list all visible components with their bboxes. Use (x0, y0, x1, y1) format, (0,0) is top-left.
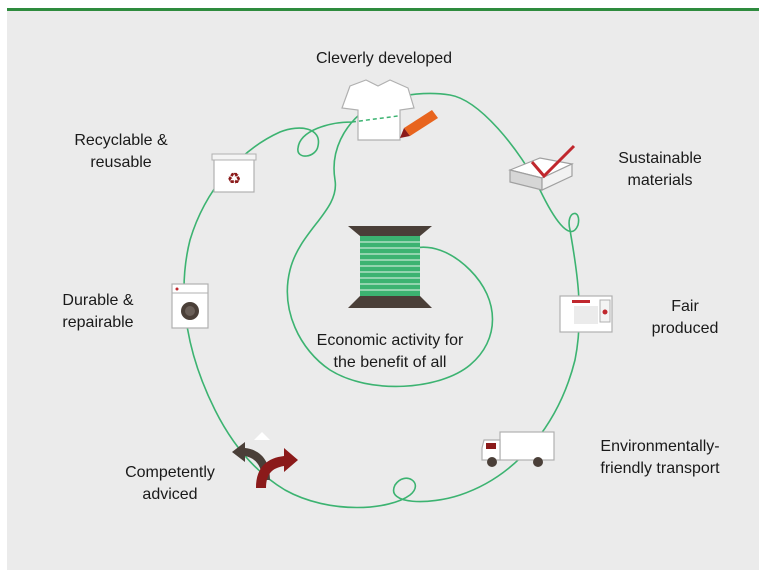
recycle-bin-icon: ♻ (211, 153, 257, 193)
stage-label-competently-adviced: Competently adviced (125, 464, 215, 503)
truck-icon (481, 431, 555, 467)
center-label: Economic activity for the benefit of all (316, 332, 464, 371)
svg-text:♻: ♻ (227, 169, 241, 188)
washing-machine-icon (171, 283, 209, 329)
fabric-check-icon (508, 144, 576, 191)
direction-arrows-icon (232, 432, 298, 488)
stage-label-environmentally-friendly-transport: Environmentally- friendly transport (600, 438, 720, 477)
stage-label-cleverly-developed: Cleverly developed (315, 50, 453, 67)
thread-spool-icon (348, 226, 432, 308)
thread-loop (183, 92, 581, 509)
stage-label-fair-produced: Fair produced (651, 298, 719, 337)
tshirt-pencil-icon (341, 79, 438, 141)
sewing-machine-icon (559, 295, 613, 333)
stage-label-sustainable-materials: Sustainable materials (618, 150, 702, 189)
stage-label-durable-repairable: Durable & repairable (62, 292, 134, 331)
stage-label-recyclable-reusable: Recyclable & reusable (74, 132, 168, 171)
